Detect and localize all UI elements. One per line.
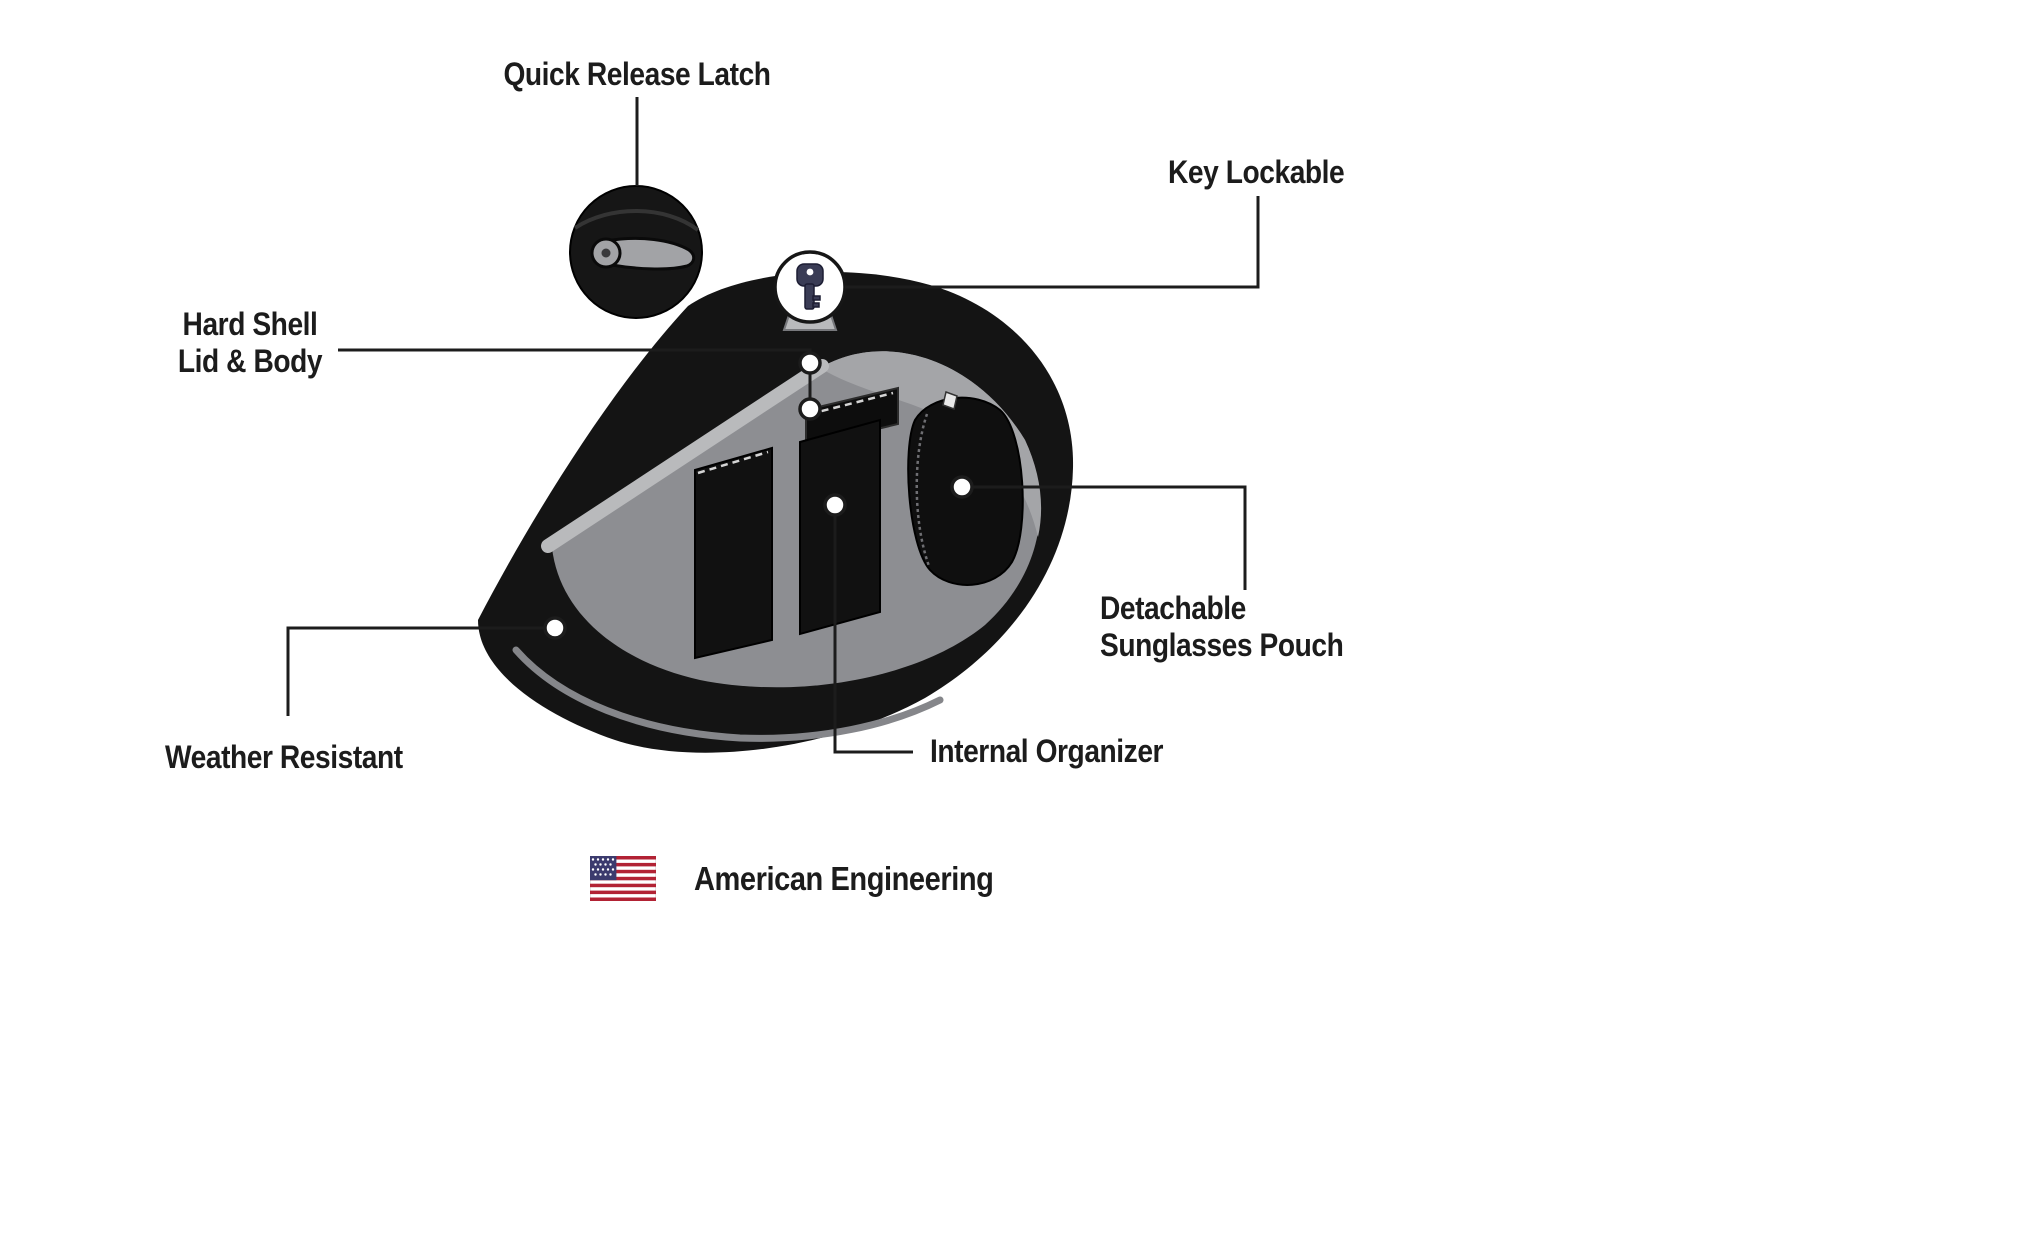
internal-organizer-pockets (694, 386, 899, 660)
callout-dots (543, 351, 974, 640)
detachable-pouch-label-line1: Detachable (1100, 590, 1246, 626)
hard-shell-label-line1: Hard Shell (182, 306, 318, 342)
quick-release-latch-label: Quick Release Latch (503, 56, 771, 92)
weather-resistant-dot (543, 616, 567, 640)
callout-line-key-lockable (845, 196, 1260, 289)
hard-shell-lid-dot (798, 351, 822, 375)
callout-line-internal-organizer (833, 505, 913, 754)
internal-organizer-dot (823, 493, 847, 517)
us-flag-icon (590, 856, 656, 901)
hard-shell-body-dot (798, 397, 822, 421)
lid-inner-rim (820, 351, 1042, 537)
detachable-pouch-dot (950, 475, 974, 499)
hard-shell-label-line2: Lid & Body (177, 343, 323, 379)
american-engineering-label: American Engineering (694, 860, 994, 897)
pouch-zipper-pull-icon (942, 391, 958, 410)
detachable-pouch-label-line2: Sunglasses Pouch (1100, 627, 1344, 663)
key-lockable-label: Key Lockable (1168, 154, 1345, 190)
lid-edge-stripe (541, 359, 829, 553)
internal-organizer-label: Internal Organizer (930, 733, 1164, 769)
callout-line-detachable-pouch (962, 485, 1247, 590)
saddlebag-illustration (478, 272, 1074, 753)
callout-line-weather-resistant (286, 626, 555, 716)
detachable-pouch-label: Detachable Sunglasses Pouch (1100, 590, 1344, 664)
callout-line-hard-shell (338, 348, 812, 400)
weather-resistant-label: Weather Resistant (165, 739, 403, 775)
callout-lines (286, 97, 1260, 754)
flag-stars (591, 858, 615, 876)
latch-closeup-icon (569, 185, 703, 319)
hard-shell-label: Hard Shell Lid & Body (171, 306, 329, 380)
bottom-trim (512, 646, 944, 742)
